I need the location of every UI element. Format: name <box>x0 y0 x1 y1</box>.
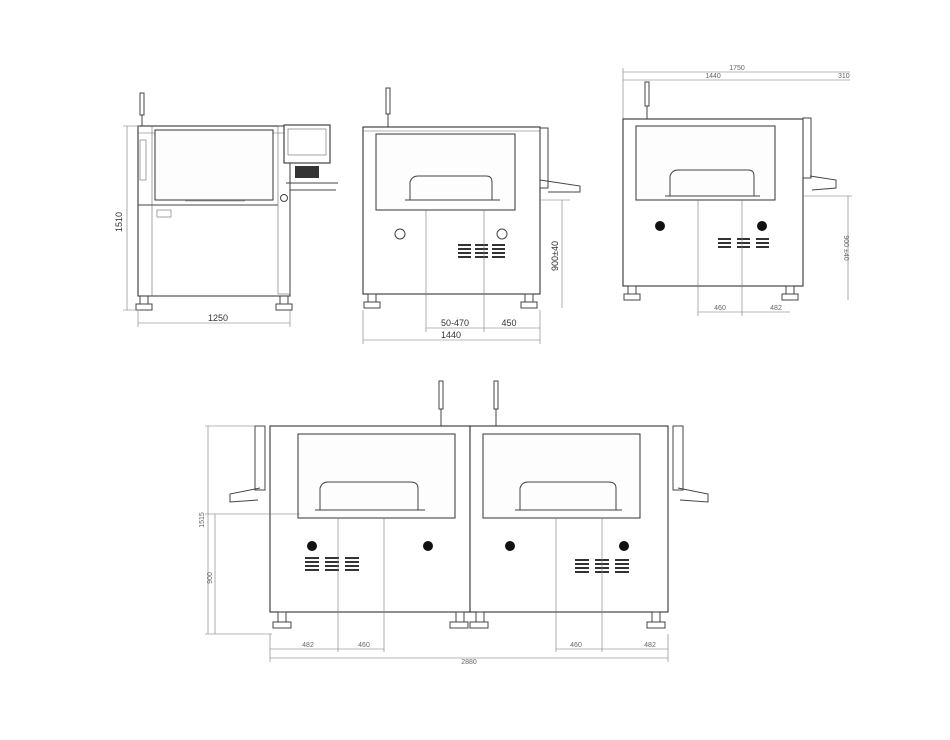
signal-tower-icon <box>139 92 145 116</box>
side-pad-right <box>275 303 293 311</box>
side-view: 1510 1250 <box>114 92 338 327</box>
front-window <box>375 133 516 211</box>
front-offset-label: 450 <box>501 318 516 328</box>
double-view: 1515 900 482 460 460 482 2880 <box>199 380 709 666</box>
rear-arm-icon <box>802 117 812 179</box>
side-foot-right <box>279 295 289 305</box>
front-pad-left <box>363 301 381 309</box>
side-window <box>154 129 274 201</box>
double-left-port-2-icon <box>423 541 433 551</box>
rear-window <box>635 125 776 201</box>
front-conveyor-hood <box>409 175 493 200</box>
double-right-port-2-icon <box>619 541 629 551</box>
double-pad-4 <box>646 621 666 629</box>
front-foot-left <box>367 293 377 303</box>
double-foot-3 <box>475 611 485 623</box>
front-height-label: 900±40 <box>550 241 560 271</box>
side-height-label: 1510 <box>114 212 124 232</box>
rear-vent-icon <box>718 238 769 248</box>
double-tower-left-icon <box>438 380 444 410</box>
side-button-icon <box>280 194 288 202</box>
rear-view: 1750 1440 310 900 ±40 460 482 <box>622 65 852 316</box>
rear-tray-icon <box>809 175 837 191</box>
front-port-right-icon <box>496 228 508 240</box>
front-span-label: 50-470 <box>441 318 469 328</box>
double-right-port-1-icon <box>505 541 515 551</box>
double-total-width-label: 2880 <box>461 659 477 666</box>
double-foot-4 <box>651 611 661 623</box>
rear-port-right-icon <box>757 221 767 231</box>
front-arm-icon <box>539 127 549 189</box>
double-pad-1 <box>272 621 292 629</box>
front-vent-icon <box>458 244 505 258</box>
rear-total-label: 1750 <box>729 65 745 72</box>
rear-ext-label: 310 <box>838 73 850 80</box>
front-width-label: 1440 <box>441 330 461 340</box>
side-pad-left <box>135 303 153 311</box>
double-left-vent-icon <box>305 557 359 571</box>
rear-conveyor-hood <box>669 169 755 196</box>
double-left-window <box>297 433 456 519</box>
double-pad-3 <box>469 621 489 629</box>
double-left-hood <box>319 481 419 510</box>
rear-foot-right <box>785 285 795 295</box>
double-foot-1 <box>277 611 287 623</box>
front-pad-right <box>520 301 538 309</box>
double-right-hood <box>519 481 617 510</box>
double-tower-right-icon <box>493 380 499 410</box>
rear-width-label: 1440 <box>705 73 721 80</box>
rear-height-label: 900 ±40 <box>842 235 849 260</box>
side-foot-left <box>139 295 149 305</box>
front-foot-right <box>524 293 534 303</box>
monitor-icon <box>283 124 331 164</box>
double-foot-2 <box>455 611 465 623</box>
rear-signal-tower-icon <box>644 81 650 107</box>
double-left-edge-label: 482 <box>302 642 314 649</box>
keyboard-icon <box>295 166 319 178</box>
front-signal-tower-icon <box>385 87 391 115</box>
monitor-screen <box>287 128 327 156</box>
front-port-left-icon <box>394 228 406 240</box>
side-hinge <box>139 139 147 181</box>
double-height-label: 900 <box>207 572 214 584</box>
front-tray-icon <box>539 179 581 193</box>
rear-edge-label: 482 <box>770 305 782 312</box>
double-total-height-label: 1515 <box>199 512 206 528</box>
double-left-port-1-icon <box>307 541 317 551</box>
rear-foot-left <box>627 285 637 295</box>
double-left-arm-icon <box>254 425 266 491</box>
double-right-tray-icon <box>677 487 709 503</box>
front-view: 900±40 50-470 450 1440 <box>362 87 581 344</box>
double-right-inner-label: 460 <box>570 642 582 649</box>
rear-pad-right <box>781 293 799 301</box>
side-width-label: 1250 <box>208 313 228 323</box>
double-left-inner-label: 460 <box>358 642 370 649</box>
rear-port-left-icon <box>655 221 665 231</box>
double-right-edge-label: 482 <box>644 642 656 649</box>
double-pad-2 <box>449 621 469 629</box>
double-right-arm-icon <box>672 425 684 491</box>
rear-pad-left <box>623 293 641 301</box>
double-right-window <box>482 433 641 519</box>
rear-inner-label: 460 <box>714 305 726 312</box>
double-left-tray-icon <box>229 487 261 503</box>
side-logo-icon <box>156 209 172 218</box>
